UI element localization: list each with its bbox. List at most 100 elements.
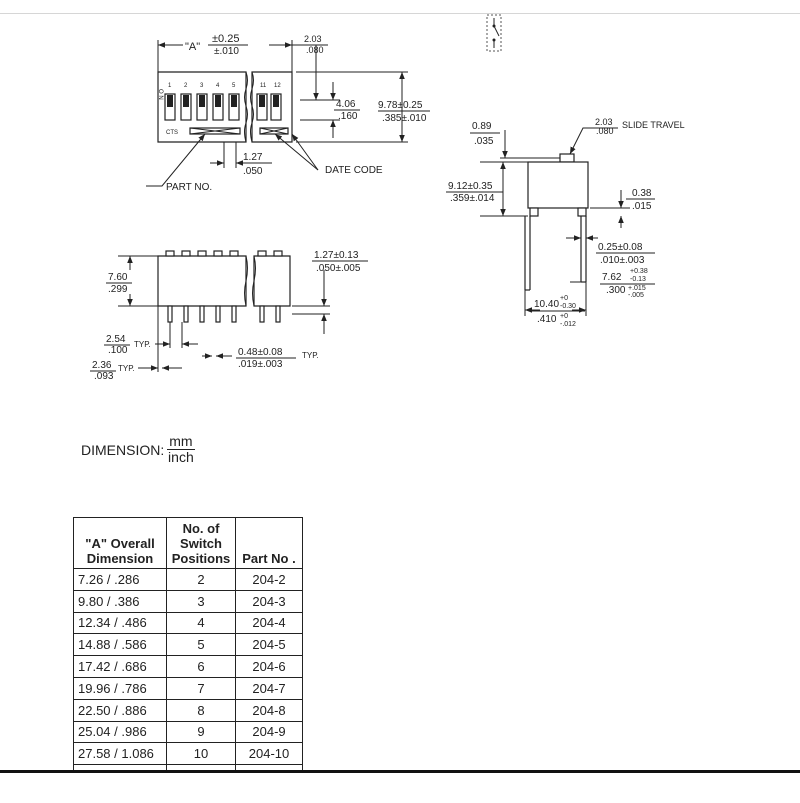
table-cell-p: 204-6: [235, 655, 303, 678]
table-cell-p: 204-9: [235, 720, 303, 744]
table-cell-n: 4: [166, 611, 236, 635]
table-cell-n: 7: [166, 676, 236, 700]
header-part-no: Part No .: [235, 517, 303, 569]
actuator-bump: [197, 250, 207, 257]
table-row: 32.66 / 1.28612204-12: [73, 764, 303, 770]
dim-048-in: .019±.003: [238, 359, 283, 370]
dim-760-in: .299: [108, 284, 128, 295]
table-cell-a: 14.88 / .586: [73, 633, 167, 657]
dim-048-mm: 0.48±0.08: [238, 347, 283, 358]
actuator-bump: [257, 250, 267, 257]
slide-travel-label: SLIDE TRAVEL: [622, 120, 685, 130]
dim-978-in: .385±.010: [382, 113, 427, 124]
bottom-bar: [0, 770, 800, 803]
header-positions: No. of Switch Positions: [166, 517, 236, 569]
switch-knob: [231, 95, 237, 107]
brand-mark: CTS: [166, 130, 178, 136]
pin: [215, 305, 221, 323]
switch-number: 12: [274, 83, 281, 89]
part-no-label: PART NO.: [166, 182, 212, 193]
legend-denominator: inch: [168, 449, 194, 465]
switch-number: 4: [216, 83, 220, 89]
dim-406-mm: 4.06: [336, 99, 356, 110]
slide-travel-mm: 2.03: [595, 117, 613, 127]
date-code-label: DATE CODE: [325, 165, 383, 176]
switch-knob: [183, 95, 189, 107]
switch-number: 1: [168, 83, 172, 89]
dim-127-in: .050: [243, 166, 263, 177]
legend-label: DIMENSION:: [81, 441, 165, 458]
pin: [275, 305, 281, 323]
pin: [167, 305, 173, 323]
table-cell-a: 9.80 / .386: [73, 589, 167, 613]
dim-762-mm-tol-dn: -0.13: [630, 276, 646, 283]
legend-fraction: mm inch: [167, 433, 195, 465]
typ-254: TYP.: [134, 340, 151, 349]
table-cell-a: 19.96 / .786: [73, 676, 167, 700]
table-cell-p: 204-3: [235, 589, 303, 613]
switch-number: 11: [260, 83, 267, 89]
actuator-bump: [181, 250, 191, 257]
switch-knob: [259, 95, 265, 107]
actuator-bump: [273, 250, 283, 257]
dim-025-mm: 0.25±0.08: [598, 242, 643, 253]
dimension-legend: DIMENSION: mm inch: [81, 434, 195, 465]
dim-1040-in: .410: [537, 314, 557, 325]
pin: [231, 305, 237, 323]
dim-762-mm: 7.62: [602, 272, 622, 283]
table-cell-n: 6: [166, 655, 236, 678]
switch-knob: [199, 95, 205, 107]
table-cell-p: 204-2: [235, 568, 303, 591]
table-cell-p: 204-4: [235, 611, 303, 635]
dim-1040-in-tol-up: +0: [560, 313, 568, 320]
table-cell-a: 25.04 / .986: [73, 720, 167, 744]
dim-978-mm: 9.78±0.25: [378, 100, 423, 111]
dim-front-127-mm: 1.27±0.13: [314, 250, 359, 261]
dim-025-in: .010±.003: [600, 255, 645, 266]
table-cell-p: 204-12: [235, 764, 303, 770]
switch-schematic-icon: [486, 14, 502, 52]
actuator-bump: [165, 250, 175, 257]
front-view: 1.27±0.13 .050±.005 7.60 .299 2.54 .100 …: [90, 250, 368, 382]
table-cell-n: 9: [166, 720, 236, 744]
legend-numerator: mm: [167, 433, 195, 450]
actuator-bump: [213, 250, 223, 257]
pin: [259, 305, 265, 323]
pin: [183, 305, 189, 323]
dim-236-in: .093: [94, 371, 114, 382]
switch-knob: [167, 95, 173, 107]
switch-number: 3: [200, 83, 204, 89]
dim-762-mm-tol-up: +0.38: [630, 268, 648, 275]
table-cell-a: 7.26 / .286: [73, 568, 167, 591]
actuator-bump: [229, 250, 239, 257]
a-tol-in: ±.010: [214, 46, 239, 57]
table-cell-p: 204-7: [235, 676, 303, 700]
dim-406-in: .160: [338, 111, 358, 122]
table-cell-a: 17.42 / .686: [73, 655, 167, 678]
dim-1040-mm-tol-up: +0: [560, 295, 568, 302]
dim-254-in: .100: [108, 345, 128, 356]
slide-travel-in: .080: [596, 126, 614, 136]
table-cell-n: 3: [166, 589, 236, 613]
a-tol-mm: ±0.25: [212, 33, 239, 45]
dim-254-mm: 2.54: [106, 334, 126, 345]
table-cell-a: 12.34 / .486: [73, 611, 167, 635]
switch-knob: [215, 95, 221, 107]
switch-number: 5: [232, 83, 236, 89]
on-mark: O N: [157, 89, 163, 100]
table-cell-n: 2: [166, 568, 236, 591]
pitch-end-in: .080: [306, 45, 324, 55]
pitch-end-mm: 2.03: [304, 34, 322, 44]
side-view: 2.03 .080 SLIDE TRAVEL 0.89 .035 9.12±0.…: [446, 117, 685, 328]
dim-762-in: .300: [606, 285, 626, 296]
